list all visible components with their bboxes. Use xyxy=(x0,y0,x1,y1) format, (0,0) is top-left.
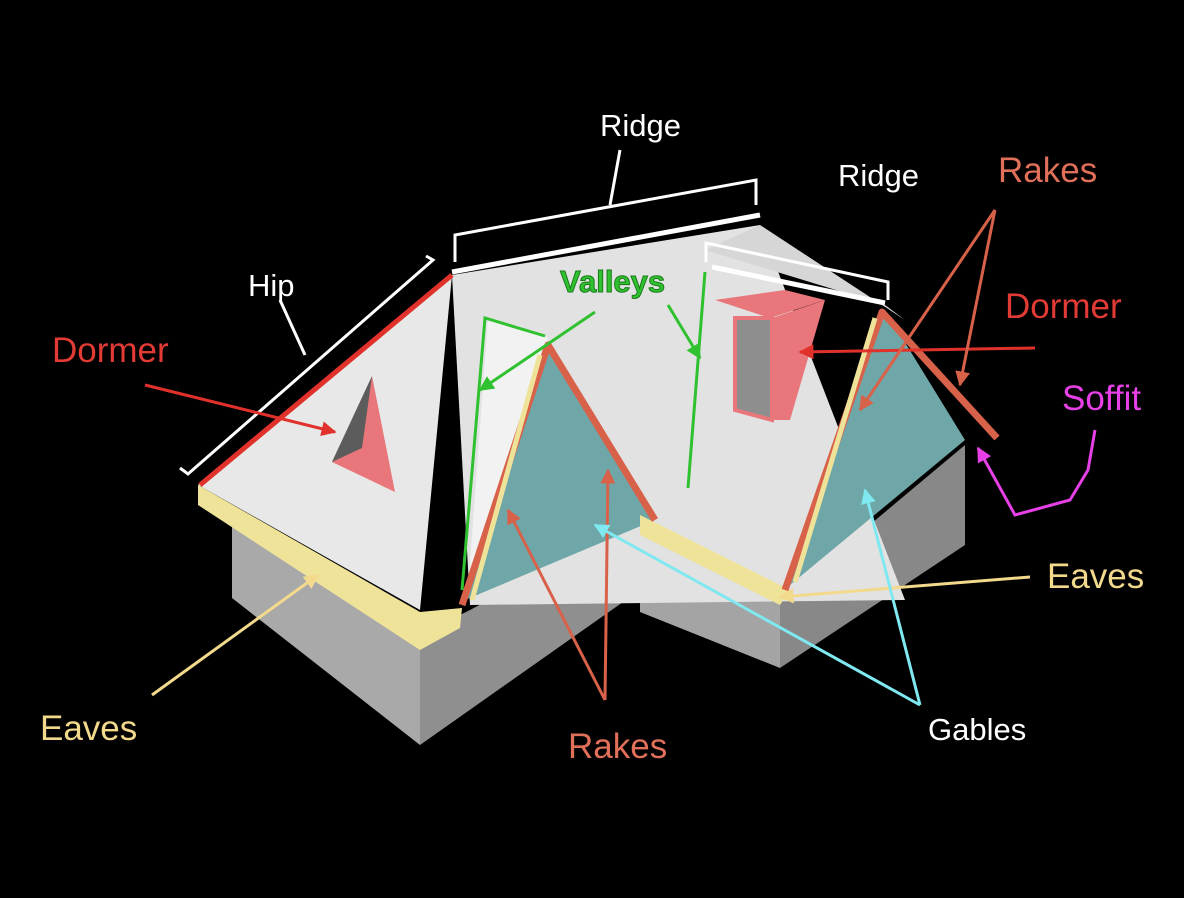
label-rakes-bottom: Rakes xyxy=(568,727,667,766)
dormer-left-shadow xyxy=(332,376,372,462)
ridge-main-bracket-tick xyxy=(608,149,622,206)
ridge-right-bracket xyxy=(704,241,890,300)
gables-arrow-1 xyxy=(593,523,921,707)
ridge-main-bracket xyxy=(453,178,758,262)
rakes-top-arrow-1 xyxy=(858,209,997,412)
middle-eaves-band xyxy=(640,515,790,605)
ridge-main-line xyxy=(451,212,761,275)
left-eaves-band xyxy=(198,485,462,650)
dormer-right-arrow xyxy=(798,344,1036,360)
label-soffit: Soffit xyxy=(1062,379,1141,418)
eaves-left-arrow xyxy=(151,573,320,697)
soffit-arrow xyxy=(976,429,1097,517)
rake-highlights xyxy=(469,317,878,601)
hip-line xyxy=(198,273,454,487)
dormer-left xyxy=(332,376,395,492)
dormer-right xyxy=(715,290,825,423)
right-gable xyxy=(790,310,965,585)
label-valleys: Valleys xyxy=(560,264,665,299)
ridge-right-line xyxy=(711,264,886,306)
valley-arrow-right xyxy=(666,304,702,360)
rakes-bottom-arrow-1 xyxy=(506,508,607,701)
left-rake-trim xyxy=(469,354,543,601)
dormer-right-front xyxy=(733,316,774,423)
rakes-bottom-arrow-2 xyxy=(600,468,616,701)
hip-bracket xyxy=(179,254,436,476)
label-dormer-right: Dormer xyxy=(1005,287,1122,326)
rakes-top-arrow-2 xyxy=(955,209,997,387)
ridge-brackets xyxy=(179,149,890,476)
label-hip: Hip xyxy=(248,268,295,303)
labels: Ridge Ridge Hip Dormer Dormer Valleys Ra… xyxy=(40,108,1144,766)
label-rakes-top: Rakes xyxy=(998,151,1097,190)
eaves-right-arrow xyxy=(778,575,1031,604)
hip-bracket-tick xyxy=(278,299,307,356)
eaves-fascia xyxy=(198,485,790,650)
dormer-left-arrow xyxy=(144,383,337,437)
pointer-arrows xyxy=(144,209,1097,707)
hip-roof-face xyxy=(198,275,452,610)
label-ridge-right: Ridge xyxy=(838,158,919,193)
right-rake xyxy=(781,308,1000,592)
left-wall-front xyxy=(232,522,420,745)
label-gables: Gables xyxy=(928,712,1026,747)
valley-lines xyxy=(460,271,707,591)
label-dormer-left: Dormer xyxy=(52,331,169,370)
valley-line-right xyxy=(686,271,707,489)
dormer-right-top xyxy=(715,290,825,318)
dormer-right-side xyxy=(772,300,825,420)
back-roof-slope xyxy=(705,225,905,320)
valley-line-left xyxy=(460,316,546,591)
gables-arrow-2 xyxy=(861,488,922,706)
label-ridge-main: Ridge xyxy=(600,108,681,143)
label-eaves-left: Eaves xyxy=(40,709,137,748)
right-rake-trim xyxy=(792,317,878,583)
label-eaves-right: Eaves xyxy=(1047,557,1144,596)
valley-arrow-left xyxy=(478,310,596,392)
